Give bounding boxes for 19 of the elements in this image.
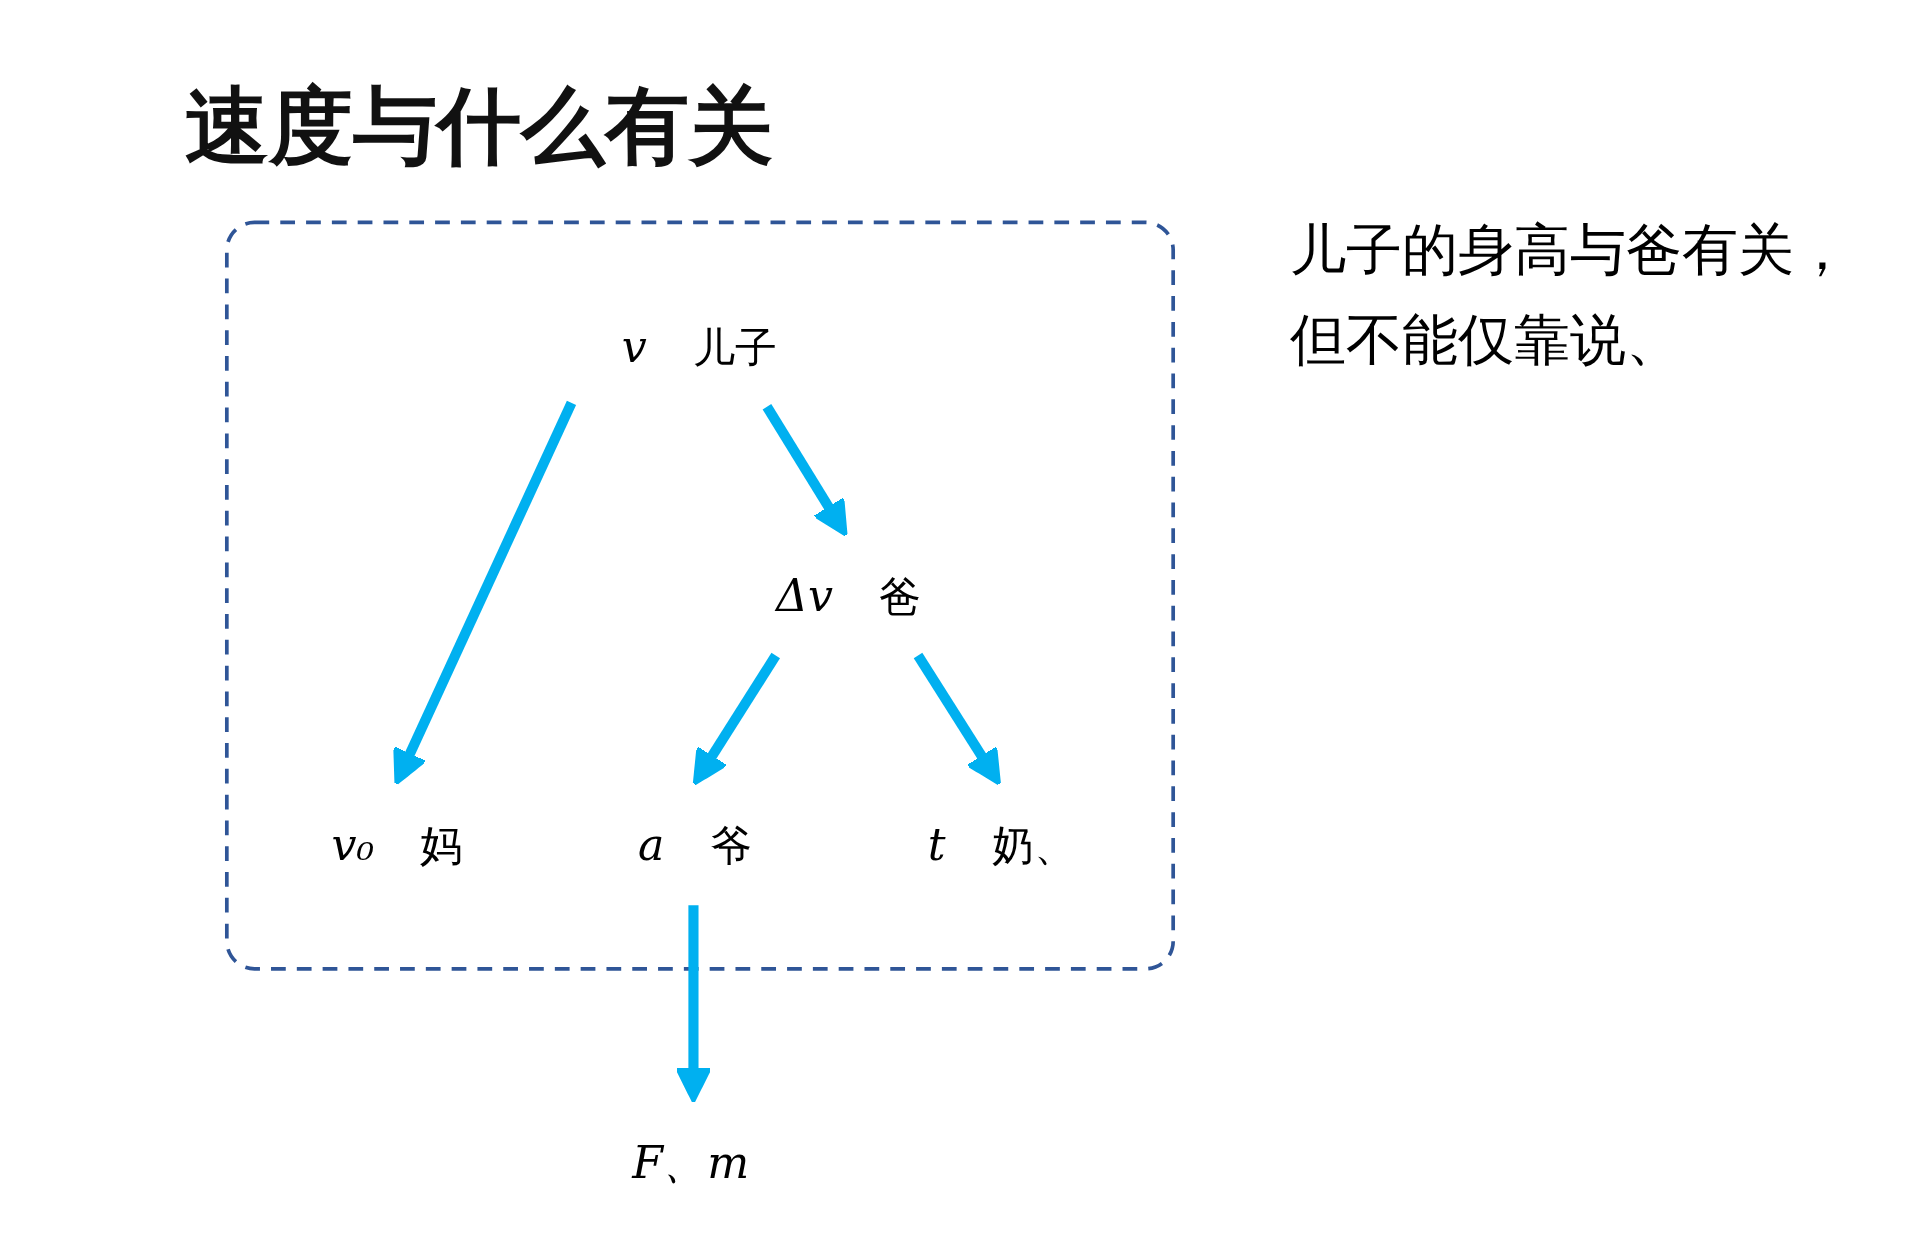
node-text: v xyxy=(621,320,647,373)
node-label: 爷 xyxy=(710,820,753,871)
handwritten-note: 儿子的身高与爸有关，但不能仅靠说、 xyxy=(1290,216,1851,374)
arrow xyxy=(762,404,848,537)
cluster xyxy=(225,220,1176,971)
node-text: t xyxy=(927,818,946,871)
node-label: 奶、 xyxy=(991,820,1077,871)
node-text: Δv xyxy=(776,569,833,622)
node-label: 妈 xyxy=(420,820,463,871)
arrow xyxy=(692,652,780,786)
diagram-title: 速度与什么有关 xyxy=(185,76,773,177)
arrow xyxy=(675,905,712,1104)
node-text: F、m xyxy=(632,1136,750,1189)
arrow xyxy=(913,652,1001,786)
arrow xyxy=(393,400,577,786)
node-label: 儿子 xyxy=(692,322,778,373)
node-text: v₀ xyxy=(331,818,375,871)
node-label: 爸 xyxy=(879,571,922,622)
node-text: a xyxy=(637,818,665,871)
